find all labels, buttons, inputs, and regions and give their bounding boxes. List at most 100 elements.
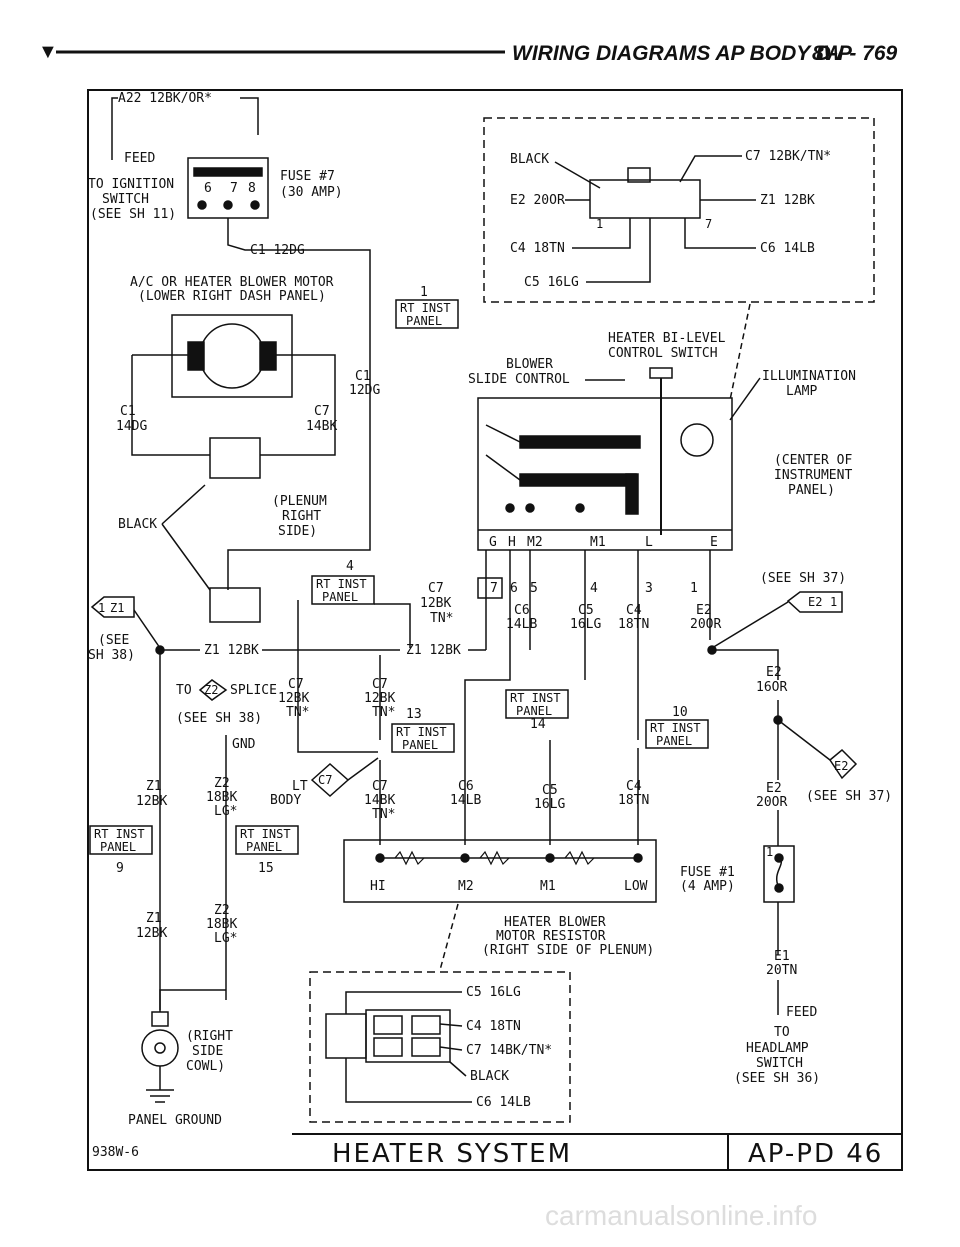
ground-label-3: COWL): [186, 1059, 225, 1074]
z1-right-label: Z1 12BK: [406, 643, 461, 658]
res-title-1: HEATER BLOWER: [504, 915, 606, 930]
splice-num-10: 10: [672, 705, 688, 720]
rc-c6: C6 14LB: [476, 1095, 531, 1110]
blower-motor-resistor: HI M2 M1 LOW HEATER BLOWER MOTOR RESISTO…: [343, 839, 657, 971]
rs-e2b-2: 20OR: [756, 795, 787, 810]
splice-num-9: 9: [116, 861, 124, 876]
fuse-7-amp: (30 AMP): [280, 185, 343, 200]
to-ignition-line3: (SEE SH 11): [90, 207, 176, 222]
rs-e2-conn: E2: [834, 759, 848, 773]
mid-c7b-3: TN*: [372, 705, 395, 720]
res-title-2: MOTOR RESISTOR: [496, 929, 606, 944]
sw-wire-c4: C4: [626, 603, 642, 618]
rt-inst-10-b: PANEL: [656, 734, 692, 748]
center-of-1: (CENTER OF: [774, 453, 852, 468]
sw-wire-c5: C5: [578, 603, 594, 618]
mid-z1a-2: 12BK: [136, 794, 167, 809]
illumination-lamp-symbol: [680, 423, 714, 457]
term-m2: M2: [527, 535, 543, 550]
rt-inst-panel-4: 4 RT INST PANEL: [311, 559, 411, 648]
plenum-label-2: RIGHT: [282, 509, 321, 524]
rs-e2b-1: E2: [766, 781, 782, 796]
rs-fuse1-2: (4 AMP): [680, 879, 735, 894]
plenum-label-3: SIDE): [278, 524, 317, 539]
header-title: WIRING DIAGRAMS AP BODY D-P: [512, 42, 853, 65]
panel-ground: (RIGHT SIDE COWL) PANEL GROUND: [128, 1000, 233, 1128]
motor-symbol: [199, 323, 265, 389]
rs-to-1: TO: [774, 1025, 790, 1040]
rt-inst-15-a: RT INST: [240, 827, 291, 841]
splice-num-1: 1: [420, 285, 428, 300]
res-m1: M1: [540, 879, 556, 894]
rt-inst-13-b: PANEL: [402, 738, 438, 752]
wire-label-a22: A22 12BK/OR*: [118, 91, 212, 106]
ground-eyelet: [141, 1029, 179, 1067]
mid-c6-1: C6: [458, 779, 474, 794]
res-hi: HI: [370, 879, 386, 894]
z1-conn-tag: Z1: [110, 601, 124, 615]
e2-conn-pin: 1: [830, 595, 837, 609]
black-label-plenum: BLACK: [118, 517, 157, 532]
z1-left-label: Z1 12BK: [204, 643, 259, 658]
rt-inst-15-b: PANEL: [246, 840, 282, 854]
mid-c7a-2: 12BK: [278, 691, 309, 706]
mid-wire-labels: C7 12BK TN* C7 12BK TN* 13 RT INST PANEL…: [89, 600, 709, 1000]
illum-lamp-2: LAMP: [786, 384, 817, 399]
wire-14bk: 14BK: [306, 419, 337, 434]
mid-z2b-1: Z2: [214, 903, 230, 918]
fuse-pin-6: 6: [204, 181, 212, 196]
ground-label-2: SIDE: [192, 1044, 223, 1059]
figure-code: 938W-6: [92, 1145, 139, 1160]
conn-c5: C5 16LG: [524, 275, 579, 290]
sw-pin-1: 1: [690, 581, 698, 596]
ground-label-1: (RIGHT: [186, 1029, 233, 1044]
header-page-number: 8W - 769: [812, 42, 898, 65]
resistor-box: [343, 839, 657, 903]
to-ignition-line1: TO IGNITION: [88, 177, 174, 192]
conn-z1: Z1 12BK: [760, 193, 815, 208]
mid-z1b-2: 12BK: [136, 926, 167, 941]
wire-c7-right: C7: [314, 404, 330, 419]
page-reference: AP-PD 46: [748, 1139, 883, 1169]
plenum-connector: [209, 437, 261, 479]
mid-z2a-3: LG*: [214, 804, 237, 819]
heater-bi-level-switch: HEATER BI-LEVEL CONTROL SWITCH BLOWER SL…: [464, 303, 856, 770]
mid-c7c-3: TN*: [372, 807, 395, 822]
res-low: LOW: [624, 879, 648, 894]
sw-wire-12bk: 12BK: [420, 596, 451, 611]
motor-box: [171, 314, 293, 398]
mid-c7a-1: C7: [288, 677, 304, 692]
conn-e2: E2 20OR: [510, 193, 565, 208]
conn-c4: C4 18TN: [510, 241, 565, 256]
rt-inst-4-b: PANEL: [322, 590, 358, 604]
rs-to-2: HEADLAMP: [746, 1041, 809, 1056]
fuse-1-box: [763, 845, 795, 903]
res-m2: M2: [458, 879, 474, 894]
diagram-title: HEATER SYSTEM: [332, 1139, 572, 1169]
rt-inst-14-a: RT INST: [510, 691, 561, 705]
sw-wire-tn: TN*: [430, 611, 453, 626]
rt-inst-9-b: PANEL: [100, 840, 136, 854]
wire-12dg-r: 12DG: [349, 383, 380, 398]
sw-wire-18tn: 18TN: [618, 617, 649, 632]
switch-title-2: CONTROL SWITCH: [608, 346, 718, 361]
fuse-7-block: A22 12BK/OR* FEED TO IGNITION SWITCH (SE…: [88, 91, 371, 300]
mid-z2a-2: 18BK: [206, 790, 237, 805]
rs-fuse-pin: 1: [766, 845, 773, 859]
rt-inst-13-a: RT INST: [396, 725, 447, 739]
rs-e2a-1: E2: [766, 665, 782, 680]
rs-see-37: (SEE SH 37): [806, 789, 892, 804]
sw-pin-7: 7: [490, 581, 498, 596]
rc-c5: C5 16LG: [466, 985, 521, 1000]
rc-c7: C7 14BK/TN*: [466, 1043, 552, 1058]
splice-num-13: 13: [406, 707, 422, 722]
plenum-label-1: (PLENUM: [272, 494, 327, 509]
c7-conn-tag: C7: [318, 773, 332, 787]
rs-fuse1-1: FUSE #1: [680, 865, 735, 880]
blower-slide-2: SLIDE CONTROL: [468, 372, 570, 387]
sw-pin-6: 6: [510, 581, 518, 596]
switch-body: [477, 397, 733, 551]
conn-c7: C7 12BK/TN*: [745, 149, 831, 164]
